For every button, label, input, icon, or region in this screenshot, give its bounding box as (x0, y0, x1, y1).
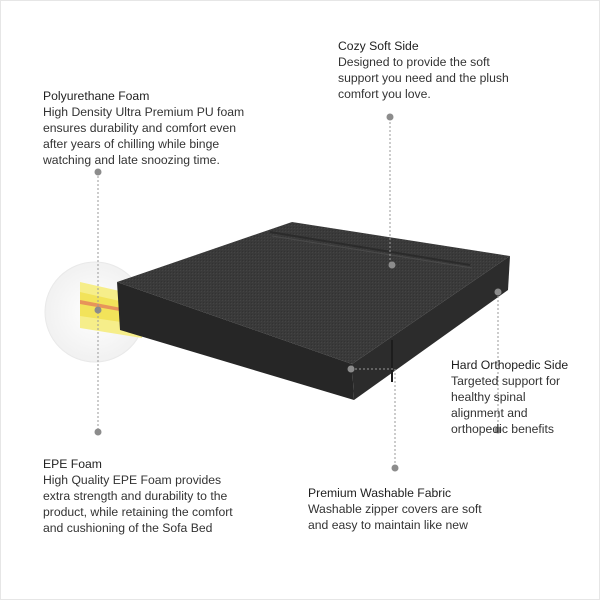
callout-description: Designed to provide the soft support you… (338, 55, 509, 101)
callout-epe-foam: EPE Foam High Quality EPE Foam provides … (43, 456, 243, 536)
fabric-dot (347, 365, 355, 373)
callout-cozy-soft-side: Cozy Soft Side Designed to provide the s… (338, 38, 528, 102)
mattress (117, 222, 510, 400)
leader-lines (97, 118, 499, 468)
hard-side-dot (494, 288, 502, 296)
callout-description: Washable zipper covers are soft and easy… (308, 502, 482, 532)
cozy-soft-dot (386, 113, 394, 121)
callout-description: High Quality EPE Foam provides extra str… (43, 473, 233, 535)
callout-premium-fabric: Premium Washable Fabric Washable zipper … (308, 485, 488, 533)
epe-dot (94, 428, 102, 436)
polyurethane-inner-dot (94, 306, 102, 314)
callout-title: Premium Washable Fabric (308, 486, 452, 500)
cozy-soft-inner-dot (388, 261, 396, 269)
callout-polyurethane: Polyurethane Foam High Density Ultra Pre… (43, 88, 253, 168)
callout-hard-orthopedic-side: Hard Orthopedic Side Targeted support fo… (451, 357, 581, 437)
polyurethane-dot (94, 168, 102, 176)
hard-side-end-dot (494, 426, 502, 434)
callout-title: Hard Orthopedic Side (451, 358, 569, 372)
callout-description: Targeted support for healthy spinal alig… (451, 374, 561, 436)
fabric-end-dot (391, 464, 399, 472)
callout-title: Cozy Soft Side (338, 39, 419, 53)
callout-title: EPE Foam (43, 457, 102, 471)
callout-description: High Density Ultra Premium PU foam ensur… (43, 105, 245, 167)
callout-dots (94, 113, 502, 472)
callout-title: Polyurethane Foam (43, 89, 150, 103)
